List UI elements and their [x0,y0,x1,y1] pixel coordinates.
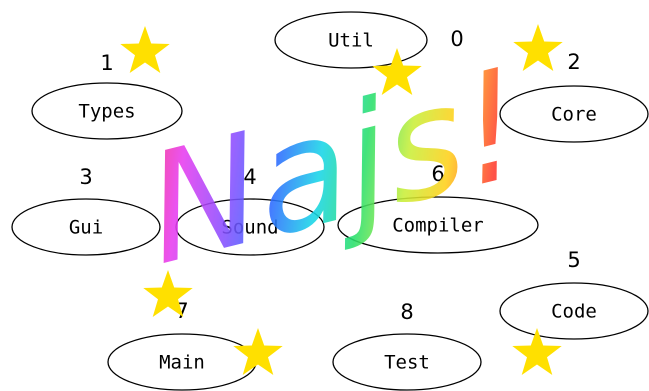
node-code-label: Code [551,301,597,323]
node-util-number: 0 [450,27,463,51]
star-icon [372,48,422,95]
node-compiler-number: 6 [431,162,444,186]
node-types-label: Types [78,101,135,123]
node-main-label: Main [159,352,205,374]
node-code-ellipse [499,282,649,340]
star-icon [233,328,283,375]
star-icon [513,24,563,71]
node-code-number: 5 [567,248,580,272]
node-test-label: Test [384,352,430,374]
node-gui-label: Gui [69,217,103,239]
node-core-number: 2 [567,50,580,74]
watermark-text: Najs! [136,36,535,299]
node-sound-number: 4 [243,165,256,189]
node-gui-number: 3 [79,165,92,189]
node-util-label: Util [328,30,374,52]
node-core-ellipse [499,85,649,143]
star-icon [120,26,170,73]
node-types-ellipse [31,82,183,140]
star-icon [143,270,193,317]
node-compiler-ellipse [337,196,539,254]
node-compiler-label: Compiler [392,215,484,237]
node-core-label: Core [551,104,597,126]
node-sound-ellipse [175,198,325,256]
node-test-ellipse [332,333,482,391]
node-sound-label: Sound [221,217,278,239]
node-gui-ellipse [11,198,161,256]
node-test-number: 8 [400,300,413,324]
node-types-number: 1 [100,51,113,75]
node-util-ellipse [274,11,428,69]
star-icon [512,328,562,375]
